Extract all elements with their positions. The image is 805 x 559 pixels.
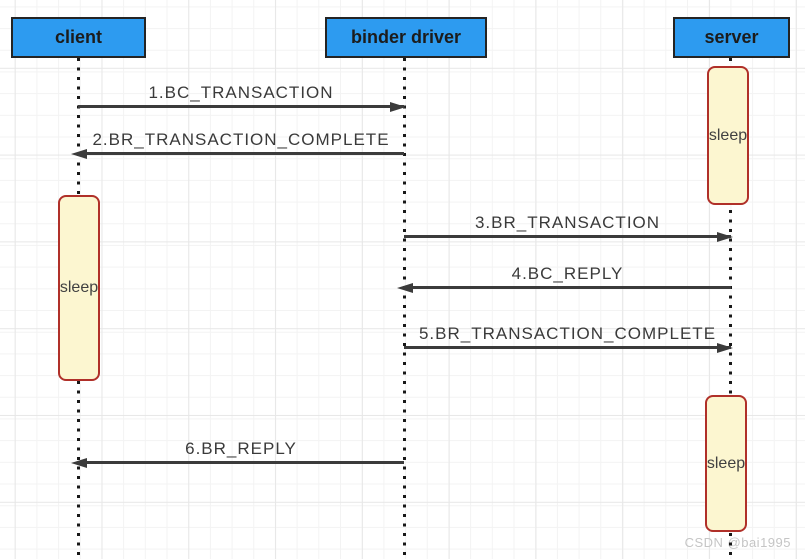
message-label: 1.BC_TRANSACTION — [148, 83, 334, 102]
arrow-line — [404, 235, 731, 238]
arrowhead-left-icon — [397, 283, 413, 293]
message-label: 5.BR_TRANSACTION_COMPLETE — [418, 324, 717, 343]
activation-label: sleep — [706, 454, 746, 472]
message-2-br-transaction-complete: 2.BR_TRANSACTION_COMPLETE — [71, 125, 404, 159]
activation-label: sleep — [59, 279, 99, 296]
actor-binder-driver-label: binder driver — [350, 27, 462, 47]
message-6-br-reply: 6.BR_REPLY — [71, 434, 404, 468]
message-label: 4.BC_REPLY — [511, 264, 624, 283]
message-5-br-transaction-complete: 5.BR_TRANSACTION_COMPLETE — [404, 319, 733, 353]
message-4-bc-reply: 4.BC_REPLY — [397, 259, 731, 293]
actor-client-label: client — [54, 27, 102, 47]
message-label: 3.BR_TRANSACTION — [474, 213, 661, 232]
actor-client: client — [11, 17, 146, 58]
message-label: 2.BR_TRANSACTION_COMPLETE — [92, 130, 390, 149]
activation-label: sleep — [708, 126, 748, 144]
arrowhead-right-icon — [390, 102, 406, 112]
arrow-line — [78, 152, 404, 155]
actor-server: server — [673, 17, 790, 58]
activation-client-sleep: sleep — [58, 195, 100, 381]
lifeline-binder-driver — [403, 58, 406, 559]
arrow-line — [78, 461, 404, 464]
message-label: 6.BR_REPLY — [185, 439, 297, 458]
activation-server-sleep-2: sleep — [705, 395, 747, 532]
arrowhead-right-icon — [717, 232, 733, 242]
arrowhead-left-icon — [71, 149, 87, 159]
message-3-br-transaction: 3.BR_TRANSACTION — [404, 208, 733, 242]
actor-binder-driver: binder driver — [325, 17, 487, 58]
actor-server-label: server — [704, 27, 759, 47]
arrow-line — [404, 346, 731, 349]
lifeline-server — [729, 58, 732, 559]
arrowhead-right-icon — [717, 343, 733, 353]
csdn-watermark: CSDN @bai1995 — [684, 535, 791, 550]
arrow-line — [78, 105, 404, 108]
activation-server-sleep-1: sleep — [707, 66, 749, 205]
message-1-bc-transaction: 1.BC_TRANSACTION — [78, 78, 406, 112]
arrowhead-left-icon — [71, 458, 87, 468]
arrow-line — [404, 286, 731, 289]
